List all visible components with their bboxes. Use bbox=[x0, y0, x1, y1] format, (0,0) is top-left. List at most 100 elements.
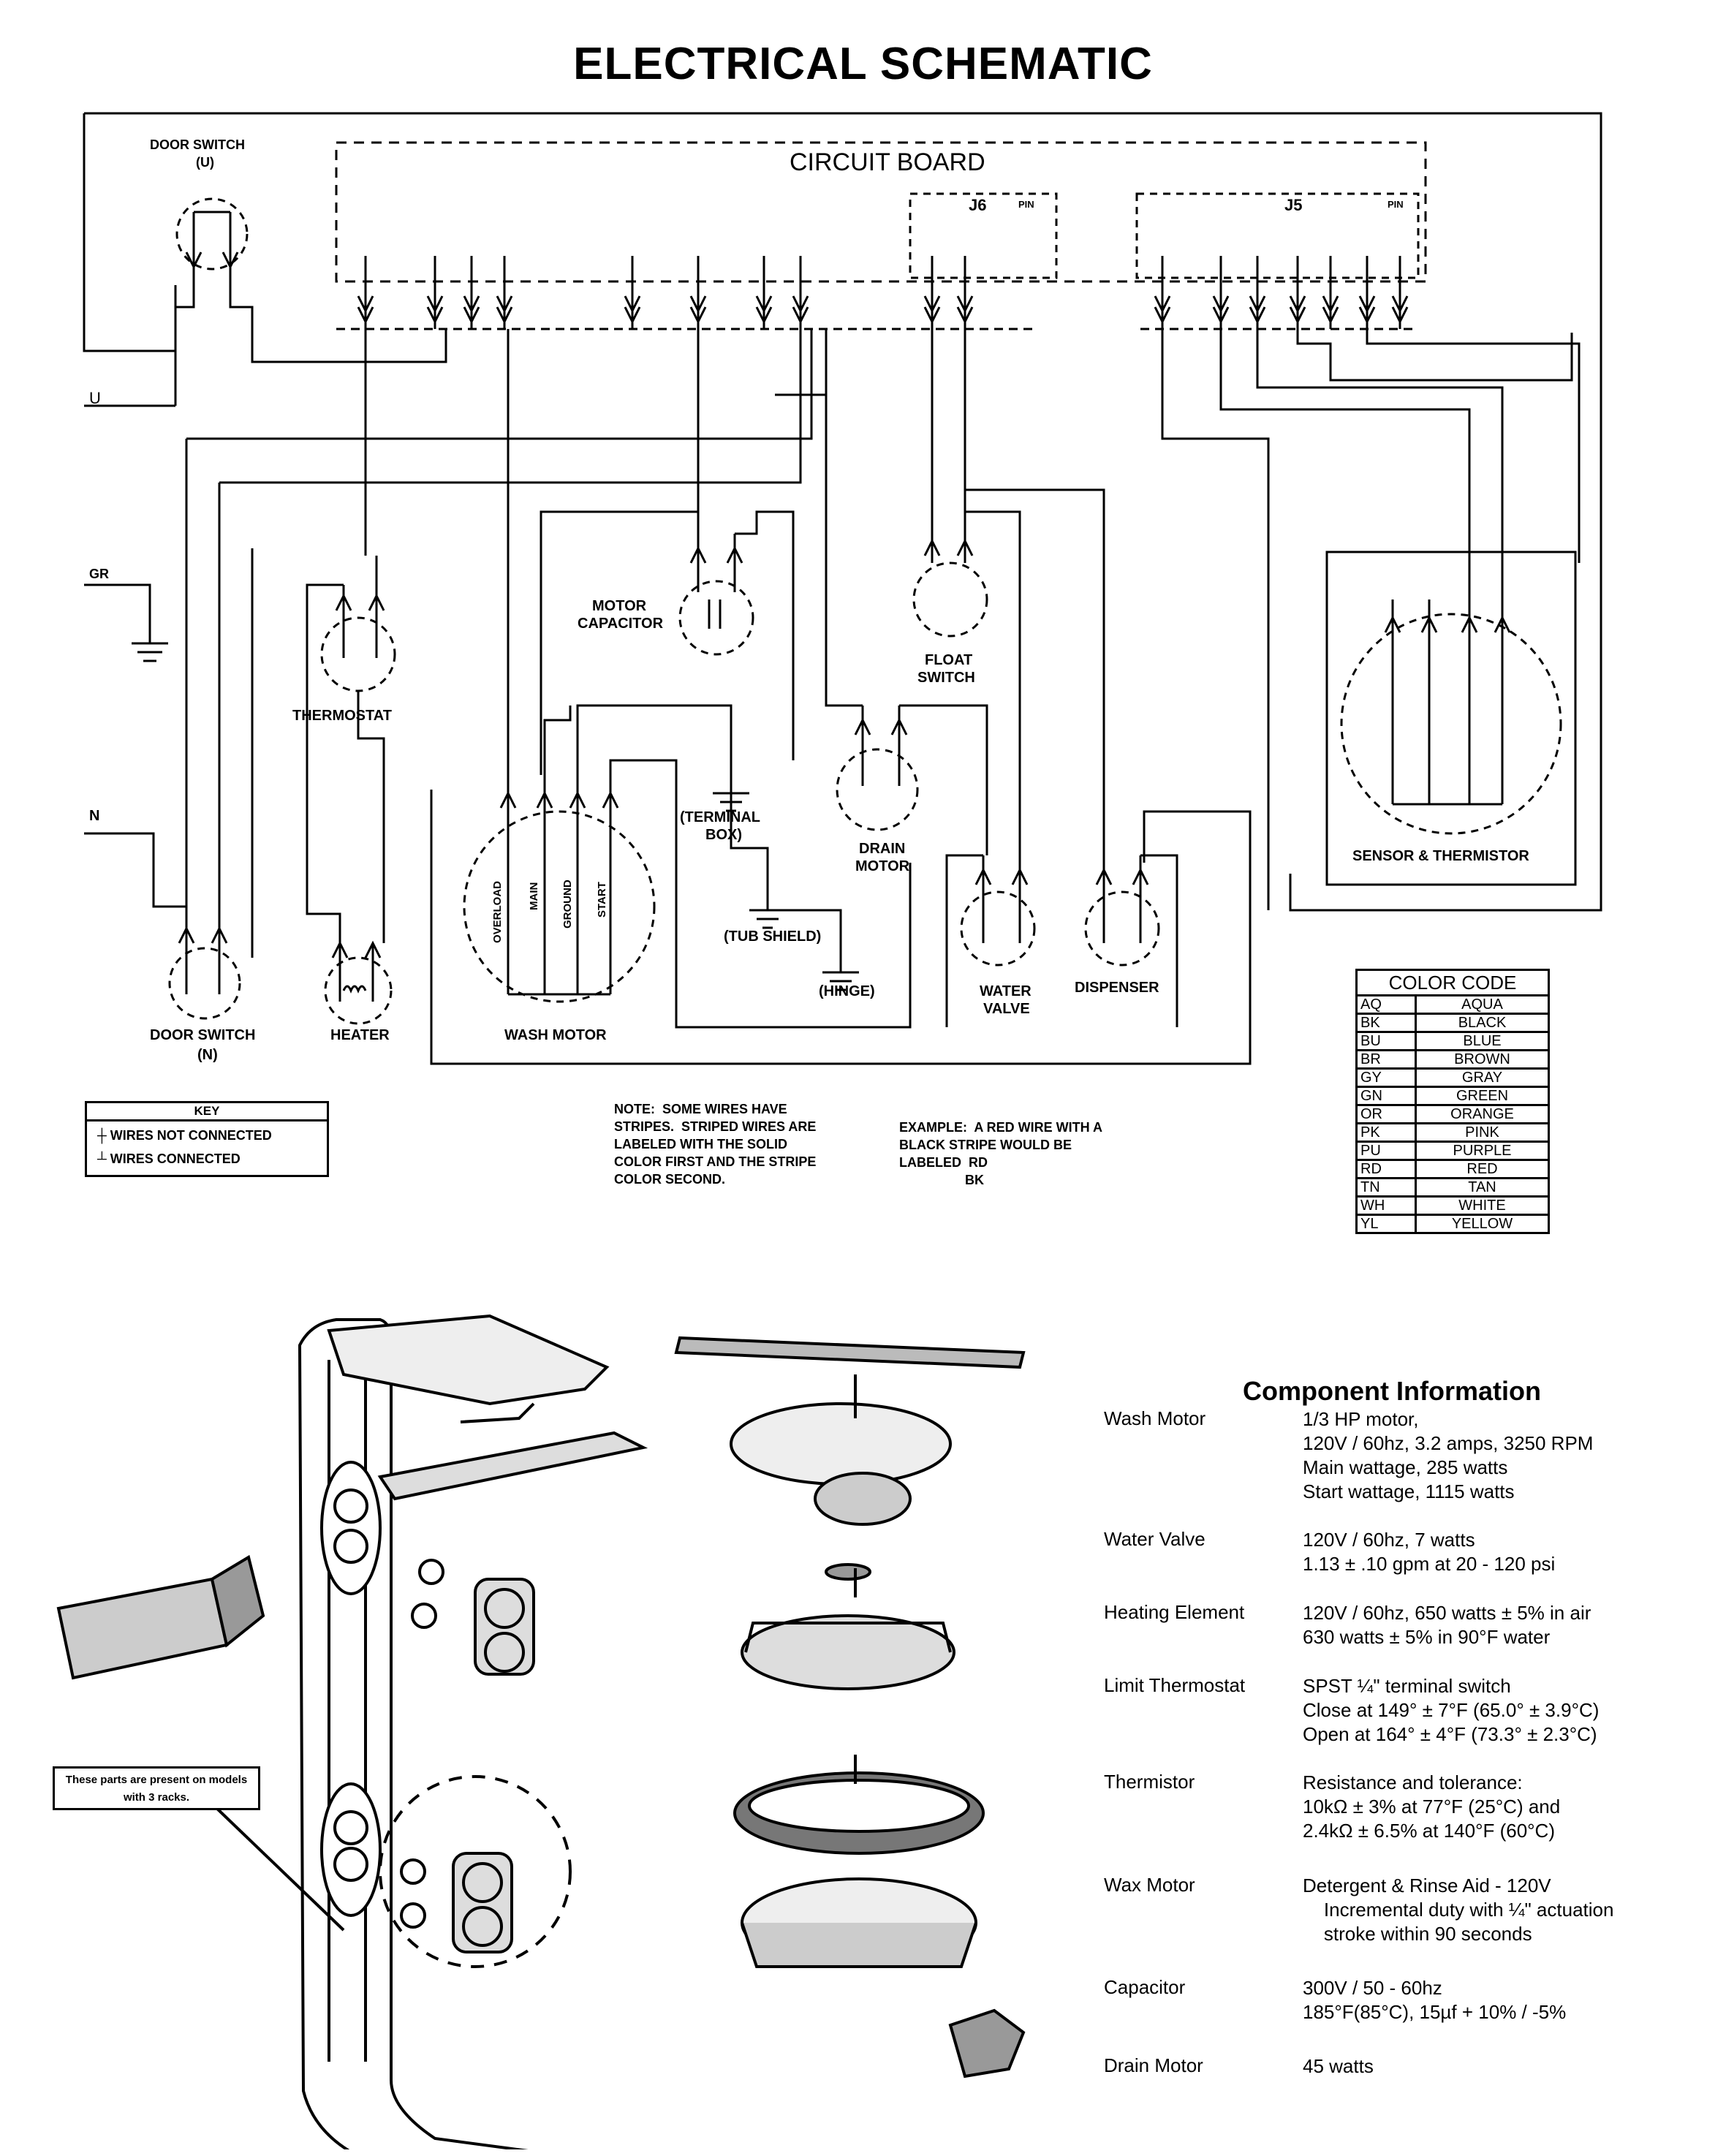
component-spec-line: 1.13 ± .10 gpm at 20 - 120 psi bbox=[1303, 1553, 1556, 1575]
water-valve-label: WATER bbox=[980, 983, 1032, 999]
key-not-connected-text: WIRES NOT CONNECTED bbox=[110, 1128, 272, 1143]
component-spec-line: 120V / 60hz, 650 watts ± 5% in air bbox=[1303, 1602, 1591, 1624]
terminal-box-label-2: BOX) bbox=[705, 827, 742, 843]
water-valve-label-2: VALVE bbox=[983, 1001, 1030, 1017]
key-connected: ┴ WIRES CONNECTED bbox=[97, 1151, 241, 1167]
wash-motor-circle bbox=[463, 810, 656, 1003]
color-code-name: TAN bbox=[1415, 1177, 1550, 1198]
heater-circle bbox=[324, 956, 393, 1025]
component-spec-line: 300V / 50 - 60hz bbox=[1303, 1977, 1442, 1999]
component-spec-line: Incremental duty with ¼" actuation bbox=[1303, 1899, 1614, 1921]
filter-screen bbox=[56, 1577, 229, 1680]
component-name: Thermistor bbox=[1104, 1771, 1195, 1793]
component-spec-line: 1/3 HP motor, bbox=[1303, 1408, 1419, 1430]
component-spec-line: SPST ¼" terminal switch bbox=[1303, 1675, 1511, 1697]
color-code-abbr: AQ bbox=[1355, 994, 1417, 1015]
color-code-abbr: PU bbox=[1355, 1141, 1417, 1161]
door-switch-n-label: DOOR SWITCH bbox=[150, 1027, 256, 1043]
terminal-box-label: (TERMINAL bbox=[680, 809, 760, 825]
component-spec-line: 10kΩ ± 3% at 77°F (25°C) and bbox=[1303, 1796, 1561, 1818]
color-code-abbr: BR bbox=[1355, 1049, 1417, 1070]
line-u-label: U bbox=[89, 389, 101, 407]
color-code-abbr: BU bbox=[1355, 1031, 1417, 1051]
color-code-abbr: OR bbox=[1355, 1104, 1417, 1124]
float-switch-circle bbox=[912, 561, 988, 638]
upper-spray-arm bbox=[327, 1314, 610, 1406]
door-switch-n-sub: (N) bbox=[197, 1047, 218, 1063]
drain-motor-part bbox=[948, 2008, 1026, 2079]
lower-spray-arm bbox=[674, 1336, 1026, 1369]
door-switch-u-label: DOOR SWITCH bbox=[150, 137, 245, 152]
component-name: Wash Motor bbox=[1104, 1407, 1206, 1429]
page-title: ELECTRICAL SCHEMATIC bbox=[573, 39, 1153, 89]
j6-box bbox=[909, 192, 1058, 279]
overload-label: OVERLOAD bbox=[491, 880, 504, 943]
middle-spray-arm bbox=[377, 1431, 648, 1501]
door-switch-u-circle bbox=[175, 197, 249, 271]
color-code-abbr: YL bbox=[1355, 1214, 1417, 1234]
j6-label: J6 bbox=[969, 196, 987, 214]
crossing-wires-icon: ┼ bbox=[97, 1128, 110, 1143]
color-code-abbr: GN bbox=[1355, 1086, 1417, 1106]
float-switch-label: FLOAT bbox=[925, 652, 973, 668]
component-spec-line: 630 watts ± 5% in 90°F water bbox=[1303, 1626, 1551, 1648]
j5-pin-label: PIN bbox=[1388, 199, 1404, 210]
component-name: Drain Motor bbox=[1104, 2054, 1203, 2076]
sensor-circle bbox=[1340, 613, 1562, 835]
color-code-abbr: BK bbox=[1355, 1013, 1417, 1033]
color-code-name: YELLOW bbox=[1415, 1214, 1550, 1234]
component-name: Heating Element bbox=[1104, 1601, 1245, 1623]
component-spec-line: stroke within 90 seconds bbox=[1303, 1923, 1532, 1945]
component-spec-line: 120V / 60hz, 7 watts bbox=[1303, 1529, 1475, 1551]
door-switch-n-circle bbox=[168, 947, 241, 1020]
color-code-name: ORANGE bbox=[1415, 1104, 1550, 1124]
motor-capacitor-label: MOTOR bbox=[592, 598, 647, 614]
thermostat-circle bbox=[320, 616, 396, 692]
component-spec-line: Close at 149° ± 7°F (65.0° ± 3.9°C) bbox=[1303, 1699, 1600, 1721]
thermostat-label: THERMOSTAT bbox=[292, 708, 392, 724]
j5-label: J5 bbox=[1284, 196, 1303, 214]
color-code-name: BLUE bbox=[1415, 1031, 1550, 1051]
board-terminals bbox=[357, 256, 1409, 329]
door-switch-u-sub: (U) bbox=[196, 155, 214, 170]
color-code-name: GRAY bbox=[1415, 1067, 1550, 1088]
component-spec-line: 45 watts bbox=[1303, 2055, 1374, 2077]
color-code-abbr: WH bbox=[1355, 1195, 1417, 1216]
component-spec-line: Open at 164° ± 4°F (73.3° ± 2.3°C) bbox=[1303, 1723, 1597, 1745]
key-title: KEY bbox=[87, 1103, 327, 1122]
component-name: Water Valve bbox=[1104, 1528, 1205, 1550]
dispenser-label: DISPENSER bbox=[1075, 980, 1159, 996]
color-code-name: BROWN bbox=[1415, 1049, 1550, 1070]
color-code-name: PURPLE bbox=[1415, 1141, 1550, 1161]
color-code-abbr: RD bbox=[1355, 1159, 1417, 1179]
color-code-abbr: GY bbox=[1355, 1067, 1417, 1088]
dispenser-circle bbox=[1084, 890, 1160, 967]
parts-illustration bbox=[56, 1314, 1026, 2149]
sensor-box bbox=[1325, 551, 1577, 886]
heater-label: HEATER bbox=[330, 1027, 390, 1043]
j6-pin-label: PIN bbox=[1018, 199, 1034, 210]
wash-motor-label: WASH MOTOR bbox=[504, 1027, 607, 1043]
drain-motor-label-2: MOTOR bbox=[855, 858, 910, 874]
circuit-board-box bbox=[335, 141, 1427, 283]
component-spec-line: Resistance and tolerance: bbox=[1303, 1771, 1523, 1793]
three-racks-callout: These parts are present on models with 3… bbox=[53, 1766, 260, 1810]
three-rack-parts-circle bbox=[379, 1775, 572, 1968]
color-code-abbr: TN bbox=[1355, 1177, 1417, 1198]
stripe-note: NOTE: SOME WIRES HAVE STRIPES. STRIPED W… bbox=[614, 1102, 817, 1187]
circuit-board-label: CIRCUIT BOARD bbox=[790, 148, 985, 176]
motor-capacitor-circle bbox=[678, 580, 754, 656]
